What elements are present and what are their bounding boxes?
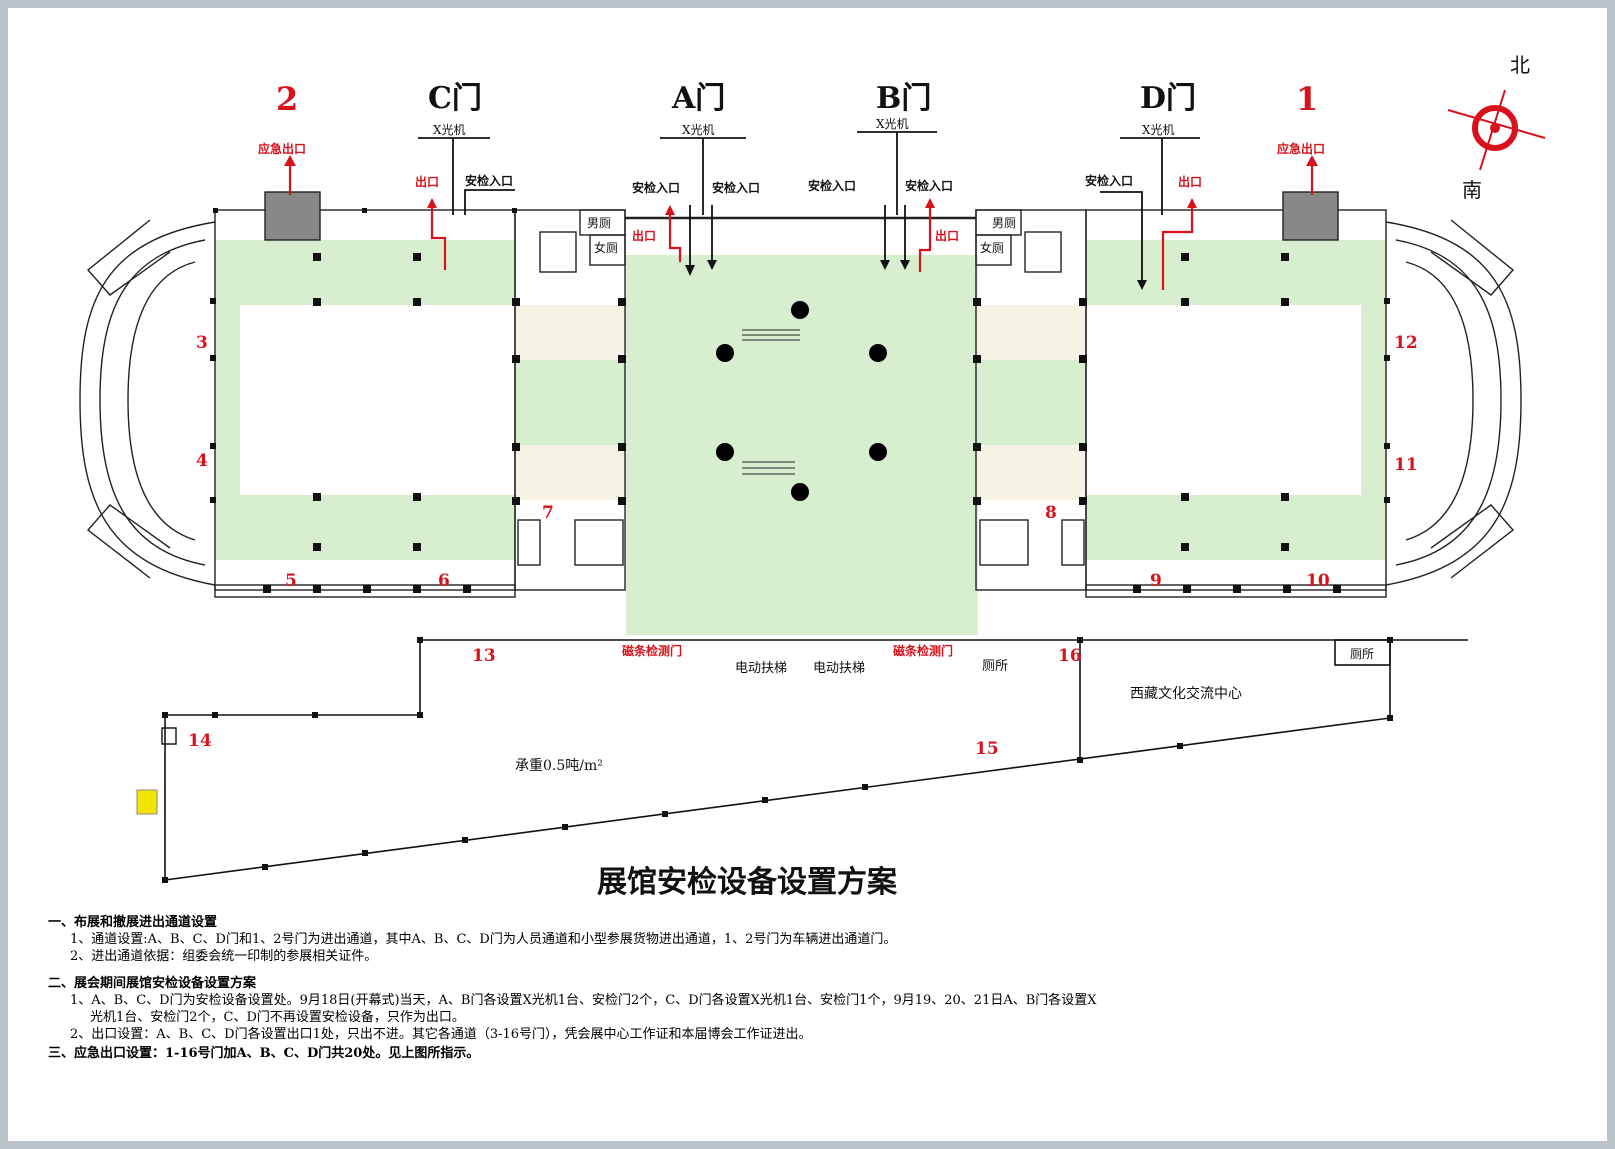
atrium-columns [716, 301, 887, 501]
womens-toilet-left: 女厕 [594, 240, 618, 255]
xray-c: X光机 [433, 123, 466, 137]
notes-s2-p2: 2、出口设置：A、B、C、D门各设置出口1处，只出不进。其它各通道（3-16号门… [70, 1027, 812, 1042]
load-capacity-label: 承重0.5吨/m² [515, 758, 603, 774]
door-7: 7 [542, 503, 554, 523]
sec-entrance-a1: 安检入口 [632, 180, 680, 195]
building-outline [79, 191, 1522, 598]
compass-icon [1447, 89, 1546, 171]
toilet-corner: 厕所 [1350, 647, 1374, 661]
right-corridor-1 [976, 305, 1086, 360]
door-3: 3 [196, 333, 208, 353]
door-10: 10 [1306, 571, 1330, 591]
notes-s2-p1a: 1、A、B、C、D门为安检设备设置处。9月18日(开幕式)当天，A、B门各设置X… [70, 993, 1097, 1008]
notes-s1-p2: 2、进出通道依据：组委会统一印制的参展相关证件。 [70, 949, 378, 964]
notes-section: 一、布展和撤展进出通道设置 1、通道设置:A、B、C、D门和1、2号门为进出通道… [48, 912, 1548, 1062]
left-corridor-2 [515, 360, 625, 445]
columns [210, 208, 1390, 593]
door-14: 14 [188, 731, 212, 751]
atrium-escalators [742, 329, 800, 475]
exit-c: 出口 [415, 174, 439, 189]
gate-d-label: D门 [1140, 81, 1196, 116]
compass-north: 北 [1510, 53, 1530, 77]
gate-c-label: C门 [428, 81, 482, 116]
door-13: 13 [472, 646, 496, 666]
sec-entrance-a2: 安检入口 [712, 180, 760, 195]
hall-areas [215, 240, 1386, 635]
left-hall-top [215, 240, 515, 305]
sec-entrance-b2: 安检入口 [905, 178, 953, 193]
left-hall-side-b [215, 445, 240, 495]
xray-d: X光机 [1142, 123, 1175, 137]
gate-lines [418, 131, 1200, 285]
notes-s1-p1: 1、通道设置:A、B、C、D门和1、2号门为进出通道，其中A、B、C、D门为人员… [70, 932, 897, 947]
sec-entrance-b1: 安检入口 [808, 178, 856, 193]
right-hall-top [1086, 240, 1386, 305]
site-boundary [164, 639, 1468, 881]
exit-d: 出口 [1178, 174, 1202, 189]
door-9: 9 [1150, 571, 1162, 591]
notes-s2-p1b: 光机1台、安检门2个，C、D门不再设置安检设备，只作为出口。 [90, 1010, 465, 1025]
entrance-arrowheads [685, 260, 1147, 290]
yellow-marker [136, 789, 158, 815]
right-corridor-3 [976, 445, 1086, 500]
door-5: 5 [285, 571, 297, 591]
mens-toilet-right: 男厕 [992, 216, 1016, 230]
door-14-marker [161, 727, 177, 745]
door-6: 6 [438, 571, 450, 591]
xray-a: X光机 [682, 123, 715, 137]
gate-b-label: B门 [876, 81, 931, 116]
right-hall-bottom [1086, 495, 1386, 560]
exit-paths [288, 162, 1314, 290]
door-15: 15 [975, 739, 999, 759]
left-corridor-1 [515, 305, 625, 360]
magnetic-door-right: 磁条检测门 [892, 643, 953, 658]
exit-b: 出口 [935, 228, 959, 243]
left-hall-side-a [215, 305, 240, 445]
map-labels: 北 南 2 1 C门 A门 B门 D门 X光机 X光机 X光机 X光机 应急出口… [188, 53, 1530, 900]
notes-s1-title: 一、布展和撤展进出通道设置 [48, 915, 218, 930]
mens-toilet-left: 男厕 [587, 216, 611, 230]
xray-b: X光机 [876, 117, 909, 131]
notes-s2-title: 二、展会期间展馆安检设备设置方案 [48, 976, 257, 991]
door-4: 4 [196, 451, 208, 471]
emergency-exit-2: 应急出口 [258, 141, 306, 156]
toilet-front: 厕所 [982, 659, 1008, 674]
gate-a-label: A门 [671, 81, 725, 116]
right-hall-side [1361, 305, 1386, 495]
womens-toilet-right: 女厕 [980, 240, 1004, 255]
door-11: 11 [1394, 455, 1418, 475]
door-16: 16 [1058, 646, 1082, 666]
exit-arrowheads [284, 155, 1318, 215]
door-8: 8 [1045, 503, 1057, 523]
sec-entrance-d: 安检入口 [1085, 173, 1133, 188]
exit-a: 出口 [632, 228, 656, 243]
escalator-right: 电动扶梯 [813, 661, 865, 676]
magnetic-door-left: 磁条检测门 [621, 643, 682, 658]
emergency-exit-1: 应急出口 [1277, 141, 1325, 156]
right-corridor-2 [976, 360, 1086, 445]
left-hall-bottom [215, 495, 515, 560]
left-corridor-3 [515, 445, 625, 500]
boundary-posts [162, 637, 1393, 883]
escalator-left: 电动扶梯 [735, 661, 787, 676]
gate-2-label: 2 [276, 80, 298, 118]
tibet-center-label: 西藏文化交流中心 [1130, 685, 1242, 702]
sec-entrance-c: 安检入口 [465, 173, 513, 188]
door-12: 12 [1394, 333, 1418, 353]
notes-s3-title: 三、应急出口设置：1-16号门加A、B、C、D门共20处。见上图所指示。 [48, 1046, 480, 1061]
gate-1-label: 1 [1296, 80, 1318, 118]
page-title: 展馆安检设备设置方案 [597, 865, 898, 900]
compass-south: 南 [1462, 178, 1482, 202]
